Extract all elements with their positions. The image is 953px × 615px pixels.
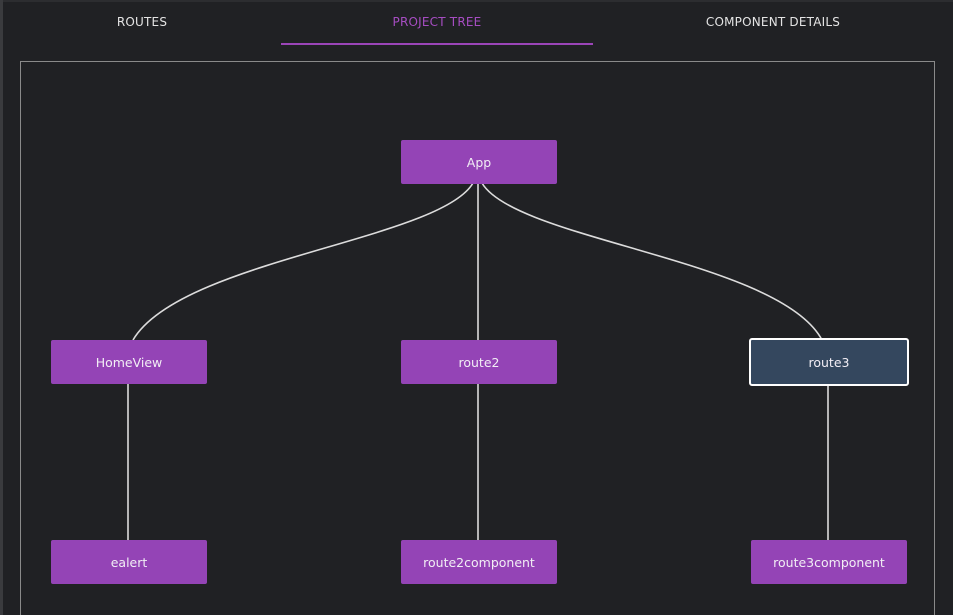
left-divider	[0, 0, 3, 615]
tab-project-tree[interactable]: PROJECT TREE	[392, 15, 482, 29]
tab-component-details[interactable]: COMPONENT DETAILS	[705, 15, 841, 29]
tree-node-route3[interactable]: route3	[749, 338, 909, 386]
tree-node-route3component[interactable]: route3component	[751, 540, 907, 584]
top-divider	[0, 0, 953, 2]
tree-node-app[interactable]: App	[401, 140, 557, 184]
tree-node-route2component[interactable]: route2component	[401, 540, 557, 584]
tree-node-homeview[interactable]: HomeView	[51, 340, 207, 384]
tab-routes[interactable]: ROUTES	[116, 15, 168, 29]
tree-node-route2[interactable]: route2	[401, 340, 557, 384]
tree-node-ealert[interactable]: ealert	[51, 540, 207, 584]
tab-bar: ROUTES PROJECT TREE COMPONENT DETAILS	[3, 0, 953, 46]
project-tree-canvas[interactable]	[20, 61, 935, 615]
active-tab-indicator	[281, 43, 593, 45]
